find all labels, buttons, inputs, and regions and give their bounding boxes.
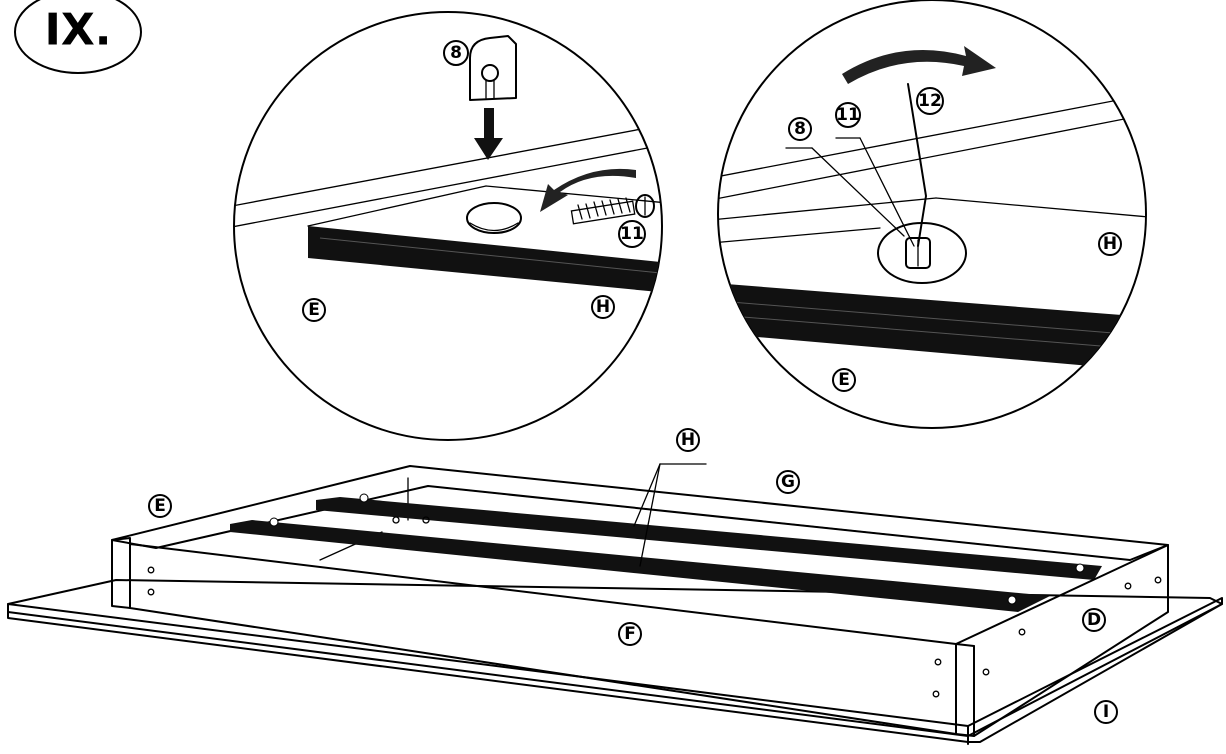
- step-number: IX.: [44, 5, 111, 56]
- callout-left-hanger: 8: [450, 43, 462, 63]
- callout-left-rail: H: [596, 297, 610, 317]
- insert-arrow-icon: [540, 168, 636, 212]
- callout-right-rail: H: [1103, 234, 1117, 254]
- callout-right-hanger: 8: [794, 119, 806, 139]
- callout-left-screw: 11: [620, 224, 644, 244]
- callout-right-screw: 11: [836, 105, 860, 125]
- rail-H-edge: [718, 282, 1146, 372]
- frame-assembly: H G E F D I: [7, 428, 1223, 745]
- down-arrow-icon: [474, 108, 503, 160]
- rail-H-edge: [308, 226, 662, 296]
- detail-left: 8 11 E H: [233, 11, 663, 441]
- callout-right-tool: 12: [918, 91, 942, 111]
- cam-hole: [466, 202, 522, 234]
- detail-right: 8 11 12 H E: [717, 0, 1147, 429]
- step-badge: IX.: [14, 0, 142, 74]
- callout-frame-base: I: [1103, 702, 1109, 722]
- callout-frame-rail: H: [681, 430, 695, 450]
- front-panel-F: [129, 543, 957, 735]
- allen-key-icon: [907, 83, 927, 247]
- right-panel-D: [955, 544, 1169, 737]
- callout-frame-front: F: [624, 624, 636, 644]
- callout-frame-back: G: [781, 472, 795, 492]
- rail-H-back: [316, 497, 1102, 580]
- callout-frame-right: D: [1087, 610, 1101, 630]
- callout-frame-left: E: [154, 496, 166, 516]
- hanger-icon: [469, 35, 517, 101]
- left-panel-E: [111, 537, 131, 609]
- callout-left-panel: E: [308, 300, 320, 320]
- callout-right-panel: E: [838, 370, 850, 390]
- rotate-arrow-icon: [842, 46, 996, 84]
- screw-icon: [570, 194, 655, 225]
